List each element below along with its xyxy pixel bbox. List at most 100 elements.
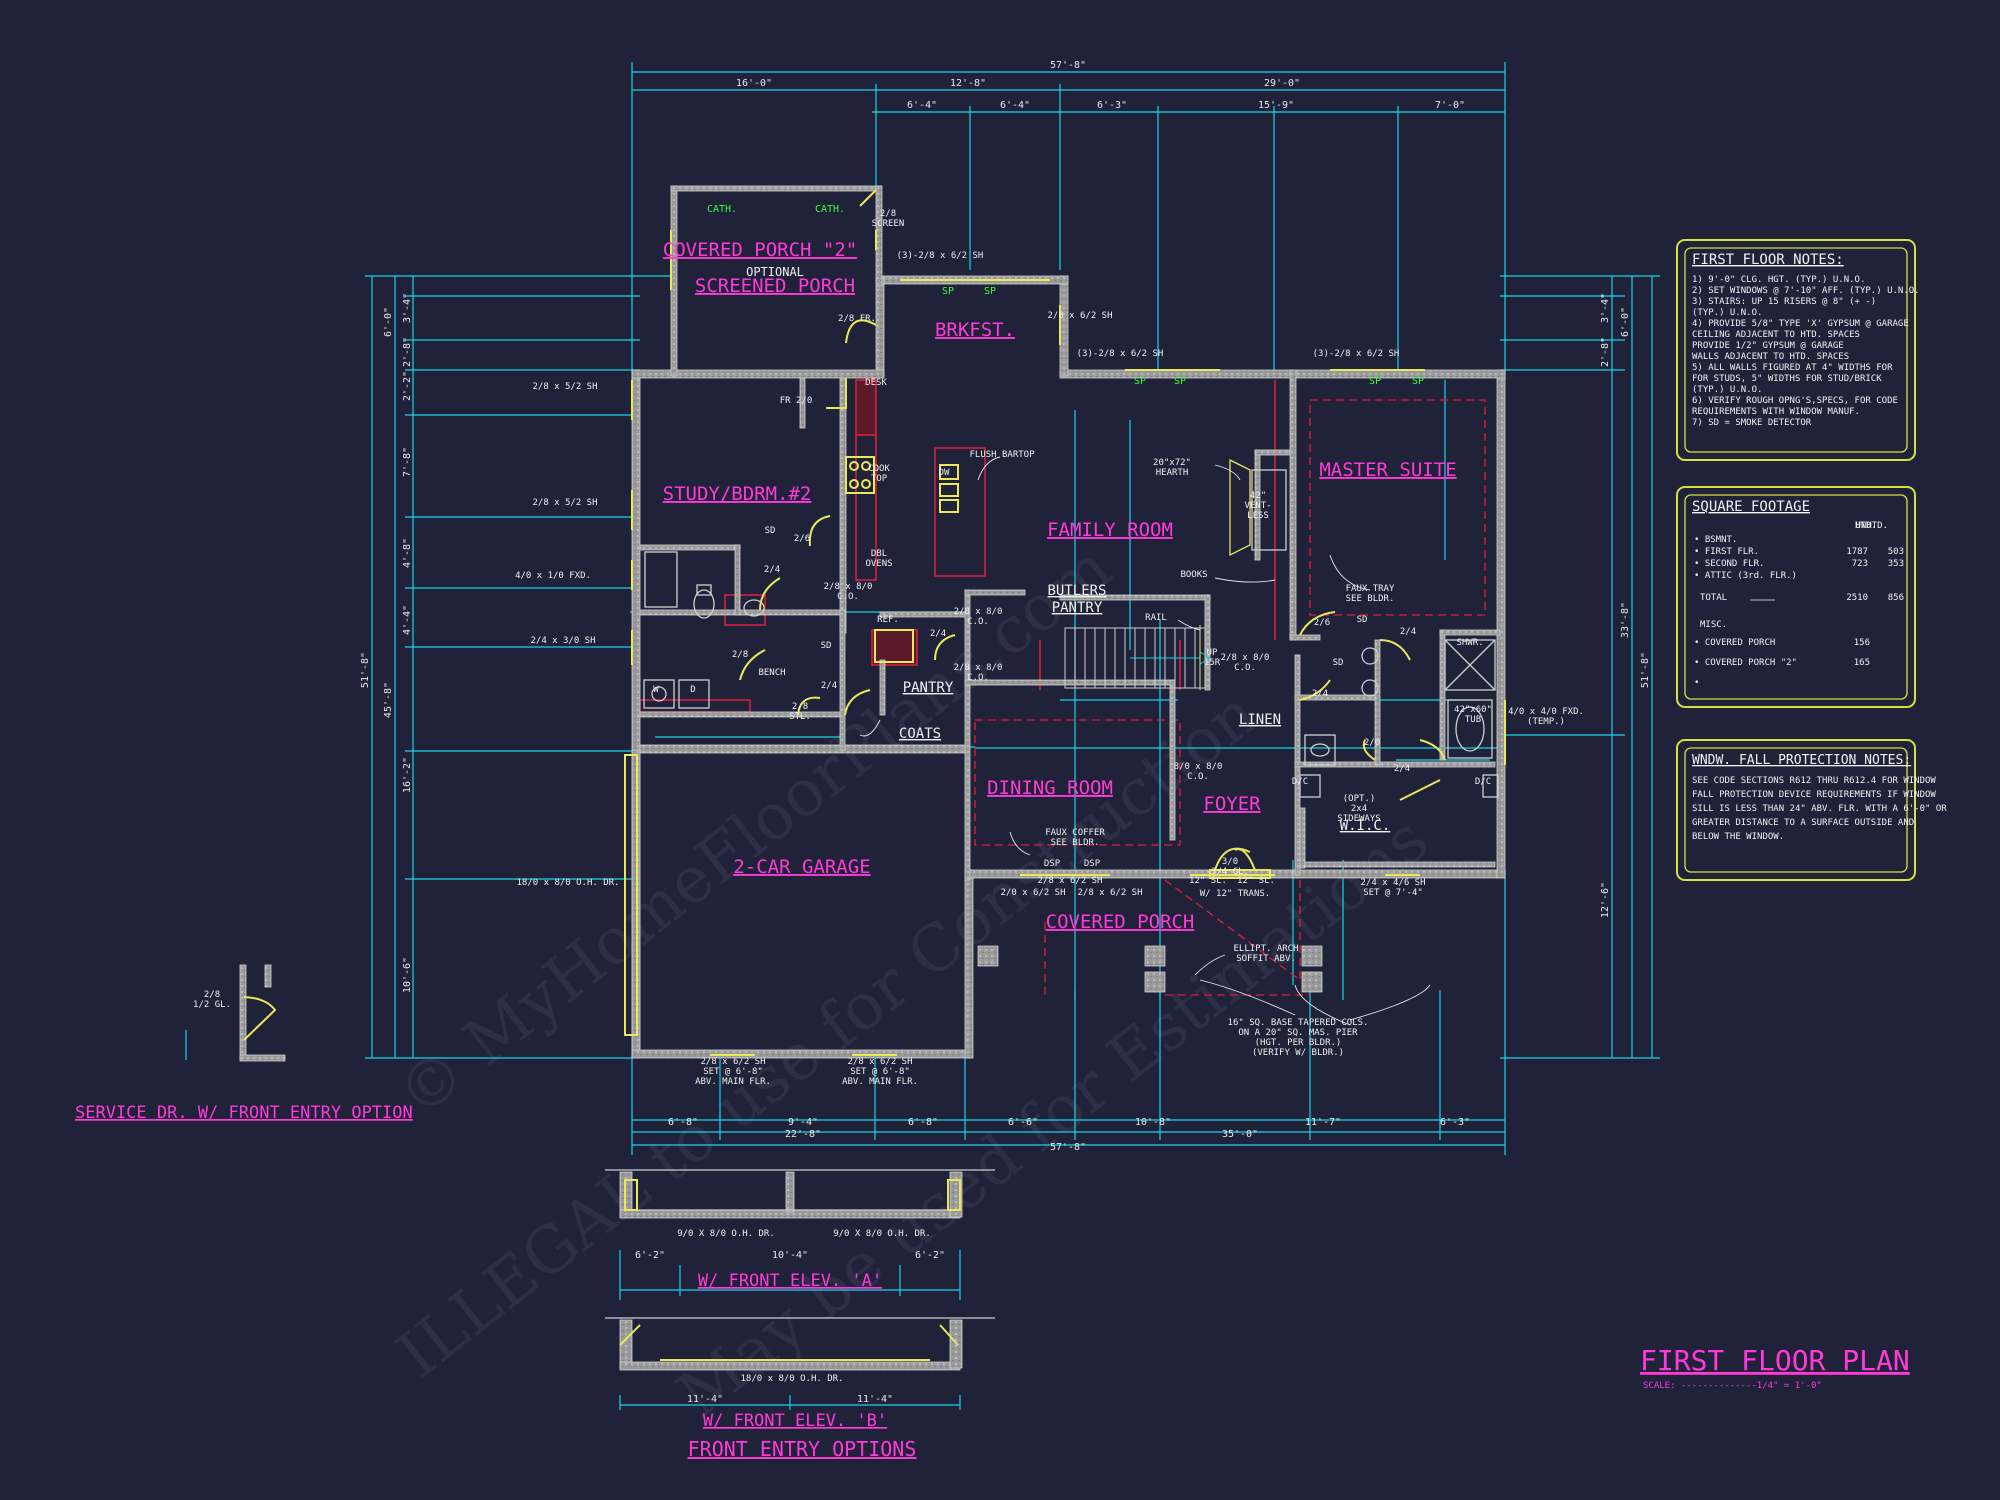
sp-label-6: SP	[1412, 376, 1424, 387]
plan-note: 2/4	[1400, 627, 1416, 637]
room-walk-in-closet: W.I.C.	[1340, 818, 1391, 834]
first-floor-note-line: FOR STUDS, 5" WIDTHS FOR STUD/BRICK	[1692, 374, 1882, 384]
first-floor-note-line: 6) VERIFY ROUGH OPNG'S,SPECS, FOR CODE	[1692, 396, 1898, 406]
square-footage-title: SQUARE FOOTAGE	[1692, 499, 1810, 515]
windows-doors	[243, 189, 1506, 1361]
first-floor-notes-title: FIRST FLOOR NOTES:	[1692, 252, 1844, 268]
room-labels: COVERED PORCH "2" OPTIONAL SCREENED PORC…	[663, 239, 1457, 933]
cathedral-label-2: CATH.	[815, 204, 845, 215]
bottom-dim-1: 6'-8"	[668, 1117, 698, 1128]
first-floor-note-line: 7) SD = SMOKE DETECTOR	[1692, 418, 1812, 428]
top-dim-2: 12'-8"	[950, 78, 986, 89]
top-dim-5: 6'-4"	[1000, 100, 1030, 111]
sqft-total-unheated: 856	[1888, 593, 1904, 603]
plan-note: W/ 12" TRANS.	[1200, 889, 1270, 899]
plan-note: FLUSH BARTOP	[969, 450, 1035, 460]
plan-note: (3)-2/8 x 6/2 SH	[1313, 349, 1400, 359]
plan-note: 18/0 x 8/0 O.H. DR.	[741, 1374, 844, 1384]
first-floor-note-line: 3) STAIRS: UP 15 RISERS @ 8" (+ -)	[1692, 297, 1876, 307]
sqft-row-heated: 1787	[1846, 547, 1868, 557]
bottom-dim-5: 10'-8"	[1135, 1117, 1171, 1128]
room-master-suite: MASTER SUITE	[1319, 459, 1456, 481]
plan-note: D	[690, 685, 695, 695]
plan-note: 2/8 x 5/2 SH	[532, 498, 597, 508]
plan-note: 42"x60"TUB	[1454, 705, 1492, 725]
elev-b-dim-1: 11'-4"	[687, 1394, 723, 1405]
room-optional: OPTIONAL	[746, 265, 804, 279]
left-inner-6: 4'-4"	[402, 605, 413, 635]
plan-note: 12" SL.	[1189, 876, 1227, 886]
plan-note: W	[653, 685, 659, 695]
elev-a-dim-3: 6'-2"	[915, 1250, 945, 1261]
sqft-misc-label: • COVERED PORCH	[1694, 638, 1775, 648]
elevation-option-walls	[619, 1171, 963, 1371]
left-inner-3: 2'-2"	[402, 371, 413, 401]
sqft-misc-label: • COVERED PORCH "2"	[1694, 658, 1797, 668]
room-coats: COATS	[899, 726, 941, 742]
plan-note: 20"x72"HEARTH	[1153, 458, 1191, 478]
front-entry-options-title: FRONT ENTRY OPTIONS	[688, 1437, 917, 1461]
plan-note: RAIL	[1145, 613, 1167, 623]
top-dim-6: 6'-3"	[1097, 100, 1127, 111]
elev-a-dim-2: 10'-4"	[772, 1250, 808, 1261]
room-dining: DINING ROOM	[987, 777, 1113, 799]
overall-width-top: 57'-8"	[1050, 60, 1086, 71]
sqft-row-label: • SECOND FLR.	[1694, 559, 1764, 569]
sqft-row-label: • ATTIC (3rd. FLR.)	[1694, 571, 1797, 581]
watermark: © MyHomeFloorPlans.com ILLEGAL to use fo…	[384, 531, 1442, 1433]
sqft-total-heated: 2510	[1846, 593, 1868, 603]
plan-scale: SCALE: --------------1/4" = 1'-0"	[1643, 1381, 1822, 1391]
sqft-col-unheated: UNHTD.	[1855, 521, 1888, 531]
top-dim-4: 6'-4"	[907, 100, 937, 111]
sp-label-2: SP	[984, 286, 996, 297]
plan-note: 4/0 x 1/0 FXD.	[515, 571, 591, 581]
plan-note: BOOKS	[1180, 570, 1207, 580]
plan-note: D/C	[1292, 777, 1308, 787]
window-note-line: SEE CODE SECTIONS R612 THRU R612.4 FOR W…	[1692, 776, 1936, 786]
left-inner-4: 7'-8"	[402, 447, 413, 477]
window-note-line: BELOW THE WINDOW.	[1692, 832, 1784, 842]
elev-a-dim-1: 6'-2"	[635, 1250, 665, 1261]
left-inner-1: 3'-4"	[402, 293, 413, 323]
plan-note: 2/8 x 6/2 SH	[1047, 311, 1112, 321]
top-dim-3: 29'-0"	[1264, 78, 1300, 89]
sqft-col-heated: HTD.	[1855, 521, 1877, 531]
plan-note: 16" SQ. BASE TAPERED COLS.ON A 20" SQ. M…	[1228, 1018, 1369, 1058]
bottom-dim-3: 6'-8"	[908, 1117, 938, 1128]
right-inner-3: 12'-6"	[1600, 882, 1611, 918]
room-study: STUDY/BDRM.#2	[663, 483, 812, 505]
plan-note: 4/0 x 4/0 FXD.(TEMP.)	[1508, 707, 1584, 727]
sqft-misc-label: MISC.	[1700, 620, 1727, 630]
plan-note: 2/8 x 6/2 SH	[1037, 876, 1102, 886]
room-garage: 2-CAR GARAGE	[733, 856, 870, 878]
window-note-line: SILL IS LESS THAN 24" ABV. FLR. WITH A 6…	[1692, 804, 1947, 814]
plan-note: SHWR.	[1456, 638, 1483, 648]
plan-note: 9/0 X 8/0 O.H. DR.	[833, 1229, 931, 1239]
service-door-option-title: SERVICE DR. W/ FRONT ENTRY OPTION	[75, 1103, 413, 1123]
plan-note: D/C	[1475, 777, 1491, 787]
window-note-line: GREATER DISTANCE TO A SURFACE OUTSIDE AN…	[1692, 818, 1914, 828]
plan-note: 18/0 x 8/0 O.H. DR.	[517, 878, 620, 888]
elev-b-dim-2: 11'-4"	[857, 1394, 893, 1405]
room-covered-porch: COVERED PORCH	[1046, 911, 1195, 933]
plan-note: DESK	[865, 378, 887, 388]
plan-note: 2/4	[930, 629, 946, 639]
plan-note: 9/0 X 8/0 O.H. DR.	[677, 1229, 775, 1239]
